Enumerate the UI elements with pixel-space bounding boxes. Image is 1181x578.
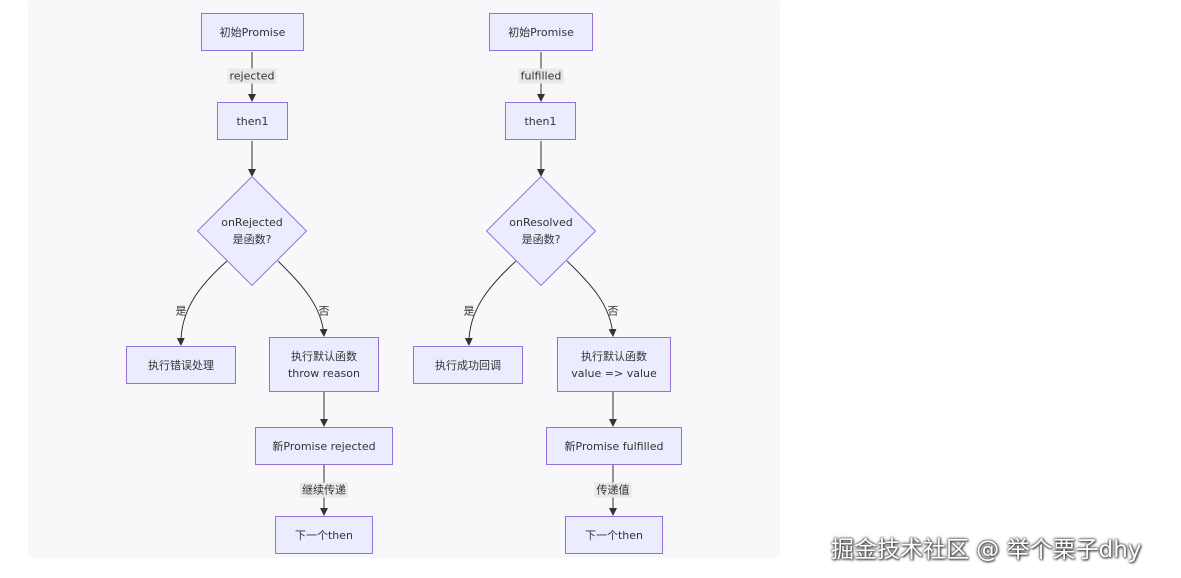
left-edge-pass-label: 继续传递 <box>300 482 348 498</box>
left-then-node: then1 <box>217 102 288 140</box>
left-no-node-line1: 执行默认函数 <box>291 349 357 363</box>
left-next-label: 下一个then <box>294 528 354 542</box>
edge-left-decision-no <box>277 260 328 337</box>
left-no-label: 否 <box>318 304 330 318</box>
edge-right-decision-yes <box>464 260 517 346</box>
right-edge-start-label: fulfilled <box>518 68 564 84</box>
left-decision-text: onRejected 是函数? <box>197 176 307 286</box>
left-yes-node: 执行错误处理 <box>126 346 236 384</box>
left-next-node: 下一个then <box>275 516 373 554</box>
right-yes-node-label: 执行成功回调 <box>435 358 501 372</box>
left-newpromise-node: 新Promise rejected <box>255 427 393 465</box>
left-edge-start-label: rejected <box>227 68 277 84</box>
right-decision-node: onResolved 是函数? <box>485 175 597 287</box>
right-edge-pass-label: 传递值 <box>594 482 632 498</box>
right-next-node: 下一个then <box>565 516 663 554</box>
left-decision-line2: 是函数? <box>232 233 272 246</box>
right-yes-node: 执行成功回调 <box>413 346 523 384</box>
right-decision-line1: onResolved <box>509 216 573 229</box>
right-no-node-line1: 执行默认函数 <box>581 349 647 363</box>
right-then-node: then1 <box>505 102 576 140</box>
right-no-node: 执行默认函数 value => value <box>557 337 671 392</box>
left-start-node: 初始Promise <box>201 13 304 51</box>
right-decision-line2: 是函数? <box>521 233 561 246</box>
right-newpromise-node: 新Promise fulfilled <box>546 427 682 465</box>
left-newpromise-label: 新Promise rejected <box>272 439 376 453</box>
left-decision-line1: onRejected <box>221 216 283 229</box>
right-no-label: 否 <box>607 304 619 318</box>
left-then-label: then1 <box>236 114 269 128</box>
right-start-label: 初始Promise <box>508 25 574 39</box>
left-no-node: 执行默认函数 throw reason <box>269 337 379 392</box>
right-yes-label: 是 <box>463 304 475 318</box>
right-no-node-line2: value => value <box>571 366 657 380</box>
diagram-canvas <box>28 0 780 558</box>
right-then-label: then1 <box>524 114 557 128</box>
edge-right-decision-no <box>566 260 617 337</box>
right-start-node: 初始Promise <box>489 13 593 51</box>
right-next-label: 下一个then <box>584 528 644 542</box>
left-yes-node-label: 执行错误处理 <box>148 358 214 372</box>
watermark: 掘金技术社区 @ 举个栗子dhy <box>831 537 1142 563</box>
left-start-label: 初始Promise <box>219 25 286 39</box>
right-newpromise-label: 新Promise fulfilled <box>564 439 664 453</box>
left-decision-node: onRejected 是函数? <box>196 175 308 287</box>
left-yes-label: 是 <box>175 304 187 318</box>
edge-left-decision-yes <box>176 260 228 346</box>
left-no-node-line2: throw reason <box>287 366 360 380</box>
right-decision-text: onResolved 是函数? <box>486 176 596 286</box>
